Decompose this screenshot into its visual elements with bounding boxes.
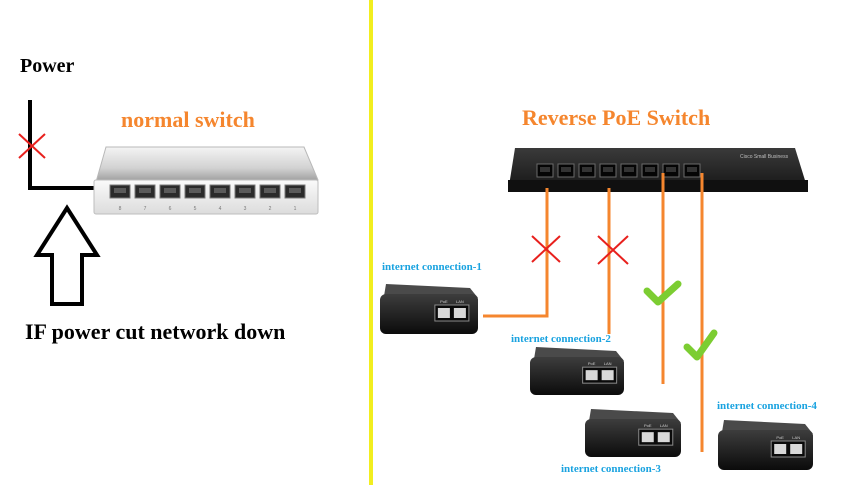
injector-port-label: LAN — [604, 361, 612, 366]
injector-port-label: PoE — [644, 423, 652, 428]
port-number: 2 — [269, 206, 272, 212]
up-arrow-icon — [33, 204, 101, 306]
injector-port-label: LAN — [660, 423, 668, 428]
connection-cables — [483, 173, 704, 452]
connection-1-label: internet connection-1 — [382, 261, 482, 273]
poe-injector-3: PoE LAN — [585, 409, 681, 457]
connection-2-label: internet connection-2 — [511, 333, 611, 345]
port-number: 7 — [144, 206, 147, 212]
reverse-poe-switch-label: Reverse PoE Switch — [522, 105, 710, 130]
cross-icon — [18, 133, 46, 159]
connection-4-label: internet connection-4 — [717, 400, 817, 412]
poe-injector-4: PoE LAN — [718, 420, 813, 470]
power-label: Power — [20, 55, 75, 77]
injector-port-label: PoE — [776, 435, 784, 440]
connection-3-label: internet connection-3 — [561, 463, 661, 475]
port-number: 4 — [219, 206, 222, 212]
switch-brand-text: Cisco Small Business — [740, 154, 789, 160]
connection-4-ok-icon — [683, 329, 718, 361]
power-cut-caption: IF power cut network down — [25, 319, 285, 344]
injector-port-label: LAN — [456, 299, 464, 304]
normal-switch-label: normal switch — [121, 107, 255, 132]
connection-2-fail-icon — [597, 235, 629, 265]
poe-injector-1: PoE LAN — [380, 284, 478, 334]
injector-port-label: PoE — [588, 361, 596, 366]
port-number: 1 — [294, 206, 297, 212]
normal-switch: 8 7 6 5 4 3 2 1 — [93, 146, 319, 215]
port-number: 6 — [169, 206, 172, 212]
injector-port-label: LAN — [792, 435, 800, 440]
reverse-poe-switch: Cisco Small Business — [508, 148, 808, 192]
divider-line — [369, 0, 373, 485]
port-number: 3 — [244, 206, 247, 212]
port-number: 5 — [194, 206, 197, 212]
poe-injector-2: PoE LAN — [530, 347, 624, 395]
port-number: 8 — [119, 206, 122, 212]
connection-3-ok-icon — [643, 280, 682, 306]
connection-1-fail-icon — [531, 235, 561, 263]
power-cable — [28, 100, 94, 190]
injector-port-label: PoE — [440, 299, 448, 304]
